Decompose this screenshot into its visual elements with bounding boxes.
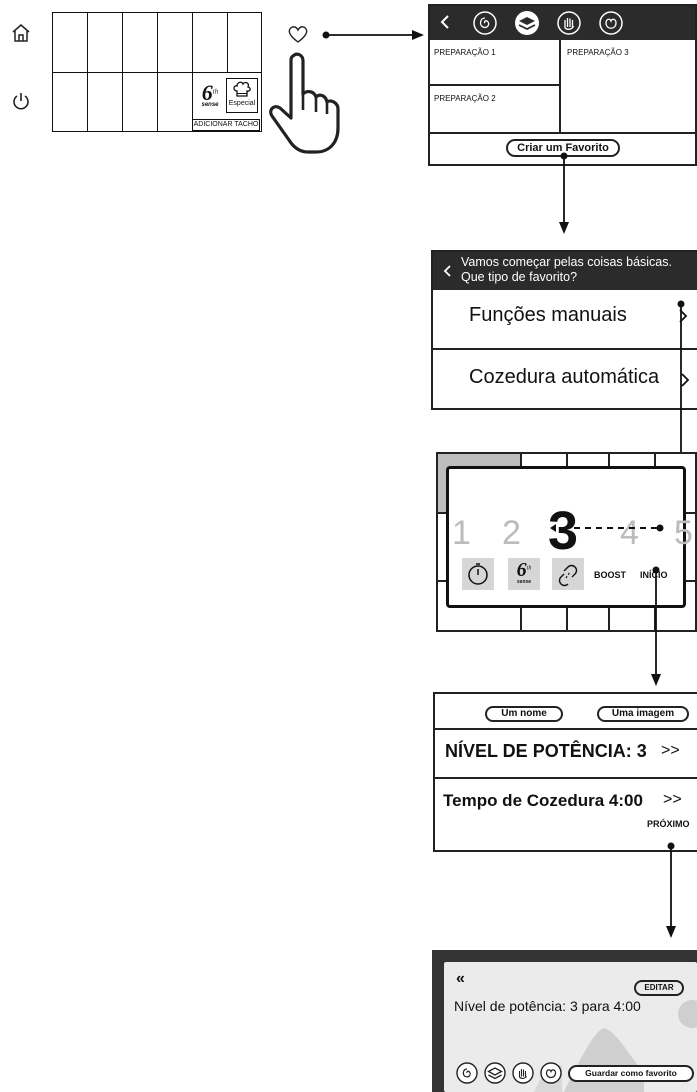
summary-panel: « EDITAR Nível de potência: 3 para 4:00 … — [444, 962, 697, 1092]
pan-icon[interactable] — [540, 1062, 562, 1084]
power-level-row[interactable]: NÍVEL DE POTÊNCIA: 3 >> — [435, 729, 697, 779]
level-4[interactable]: 4 — [620, 514, 639, 552]
cooking-time-row[interactable]: Tempo de Cozedura 4:00 >> PRÓXIMO — [435, 779, 697, 852]
option-manual-label: Funções manuais — [469, 304, 627, 326]
touch-hand-icon — [262, 52, 344, 156]
preparation-3[interactable]: PREPARAÇÃO 3 — [561, 40, 695, 86]
chevron-right-icon — [679, 370, 691, 390]
unlink-icon — [558, 564, 578, 587]
level-2[interactable]: 2 — [502, 514, 521, 552]
option-auto-label: Cozedura automática — [469, 366, 660, 388]
steam-icon[interactable] — [472, 10, 498, 36]
hob-zone[interactable] — [227, 12, 262, 73]
hob-zone[interactable] — [87, 12, 123, 73]
swipe-indicator — [550, 524, 664, 532]
flow-arrow — [651, 566, 661, 686]
empty-slot[interactable] — [561, 86, 695, 134]
next-button[interactable]: PRÓXIMO — [647, 819, 690, 829]
flow-arrow — [322, 30, 424, 40]
favorites-screen: PREPARAÇÃO 1 PREPARAÇÃO 3 PREPARAÇÃO 2 C… — [428, 4, 697, 166]
chevron-right-icon — [677, 306, 689, 326]
chef-hat-icon — [233, 81, 251, 97]
hob-grid — [52, 12, 262, 132]
favorite-type-screen: Vamos começar pelas coisas básicas. Que … — [431, 250, 697, 410]
hob-zone[interactable] — [52, 72, 88, 132]
boost-button[interactable]: BOOST — [594, 570, 627, 580]
divider — [435, 728, 697, 730]
pan-icon[interactable] — [598, 10, 624, 36]
save-favorite-button[interactable]: Guardar como favorito — [568, 1065, 694, 1082]
level-5[interactable]: 5 — [674, 514, 693, 552]
heart-icon[interactable] — [287, 24, 309, 44]
layers-icon[interactable] — [484, 1062, 506, 1084]
layers-icon[interactable] — [514, 10, 540, 36]
especial-button[interactable]: Especial — [226, 78, 258, 113]
hob-zone-special[interactable] — [192, 72, 262, 132]
cooking-time-row-label: Tempo de Cozedura 4:00 — [443, 791, 643, 810]
add-pan-button[interactable]: ADICIONAR TACHO — [192, 119, 260, 131]
option-auto-cooking[interactable]: Cozedura automática — [433, 350, 697, 410]
power-icon[interactable] — [10, 90, 32, 112]
sixth-sense-button[interactable]: 6th sense — [508, 558, 540, 590]
timer-button[interactable] — [462, 558, 494, 590]
home-icon[interactable] — [10, 22, 32, 44]
hob-zone[interactable] — [122, 12, 158, 73]
timer-icon — [468, 563, 488, 585]
power-level-row-label: NÍVEL DE POTÊNCIA: 3 — [445, 741, 647, 761]
level-3-selected[interactable]: 3 — [548, 501, 579, 561]
type-header — [433, 252, 697, 290]
power-level-screen: 1 2 3 4 5 6th sense BOOST INÍCIO — [436, 452, 697, 632]
back-double-chevron-icon[interactable]: « — [456, 970, 465, 987]
back-chevron-icon[interactable] — [441, 262, 453, 280]
power-scale: 1 2 3 4 5 — [448, 501, 697, 561]
preparation-3-label: PREPARAÇÃO 3 — [567, 48, 629, 57]
flow-arrow — [666, 842, 676, 938]
type-question: Vamos começar pelas coisas básicas. Que … — [461, 255, 672, 284]
preparation-1[interactable]: PREPARAÇÃO 1 — [430, 40, 561, 86]
hob-zone[interactable] — [87, 72, 123, 132]
preparation-1-label: PREPARAÇÃO 1 — [434, 48, 496, 57]
double-chevron-icon: >> — [663, 791, 682, 808]
hob-zone[interactable] — [192, 12, 228, 73]
hob-zone[interactable] — [122, 72, 158, 132]
hand-icon[interactable] — [512, 1062, 534, 1084]
option-manual-functions[interactable]: Funções manuais — [433, 290, 697, 350]
double-chevron-icon: >> — [661, 742, 680, 759]
hob-zone[interactable] — [157, 72, 193, 132]
hob-zone[interactable] — [52, 12, 88, 73]
hob-zone[interactable] — [157, 12, 193, 73]
name-button[interactable]: Um nome — [485, 706, 563, 722]
hand-icon[interactable] — [556, 10, 582, 36]
start-button[interactable]: INÍCIO — [640, 570, 668, 580]
flow-arrow — [559, 152, 569, 234]
bridge-button[interactable] — [552, 558, 584, 590]
steam-icon[interactable] — [456, 1062, 478, 1084]
edit-button[interactable]: EDITAR — [634, 980, 684, 996]
preparation-2-label: PREPARAÇÃO 2 — [434, 94, 496, 103]
back-chevron-icon[interactable] — [438, 12, 452, 32]
image-button[interactable]: Uma imagem — [597, 706, 689, 722]
favorite-summary-screen: « EDITAR Nível de potência: 3 para 4:00 … — [432, 950, 697, 1092]
preparation-2[interactable]: PREPARAÇÃO 2 — [430, 86, 561, 134]
summary-text: Nível de potência: 3 para 4:00 — [454, 998, 641, 1014]
sixth-sense-logo: 6th sense — [201, 80, 219, 108]
favorite-details-screen: Um nome Uma imagem NÍVEL DE POTÊNCIA: 3 … — [433, 692, 697, 852]
level-1[interactable]: 1 — [452, 514, 471, 552]
